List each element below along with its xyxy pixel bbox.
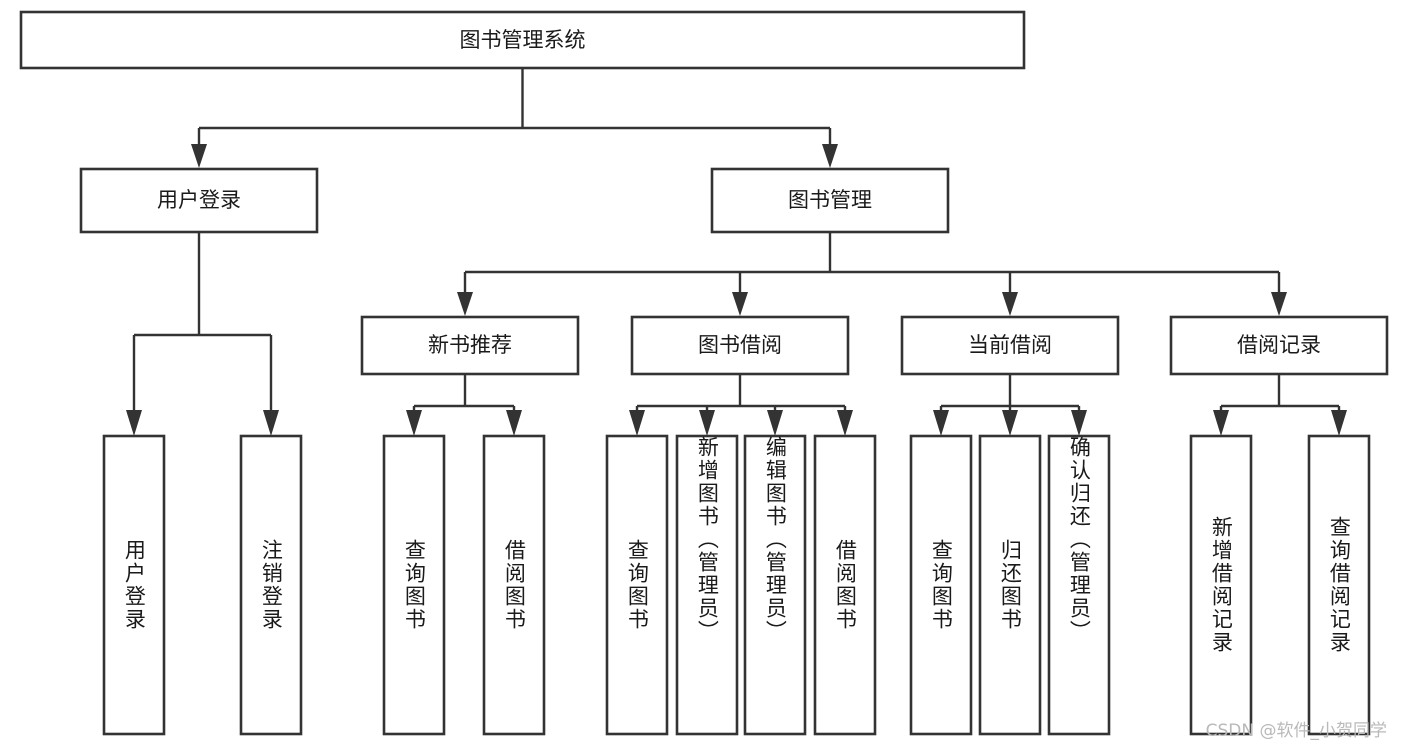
arrow-icon-leaf-borrow-book-2 — [837, 410, 853, 436]
node-current-borrow[interactable]: 当前借阅 — [900, 315, 1120, 376]
arrow-icon-leaf-add-book — [699, 410, 715, 436]
leaf-box-user-login[interactable] — [102, 434, 166, 736]
arrow-icon-leaf-add-record — [1213, 410, 1229, 436]
node-new-book-rec-box[interactable] — [360, 315, 580, 376]
node-book-borrow-label: 图书借阅 — [698, 333, 782, 357]
node-root-box[interactable] — [19, 10, 1026, 70]
arrow-icon-book-borrow — [732, 292, 748, 316]
leaf-box-query-record[interactable] — [1307, 434, 1371, 736]
leaf-box-borrow-book-1[interactable] — [482, 434, 546, 736]
node-user-login-box[interactable] — [79, 167, 319, 234]
arrow-icon-leaf-borrow-book-1 — [506, 410, 522, 436]
leaf-box-edit-book[interactable] — [743, 434, 807, 736]
leaf-box-query-book-1[interactable] — [382, 434, 446, 736]
node-user-login-label: 用户登录 — [157, 188, 241, 212]
arrow-icon-leaf-query-record — [1331, 410, 1347, 436]
arrow-icon-leaf-query-book-2 — [629, 410, 645, 436]
node-book-manage-box[interactable] — [710, 167, 950, 234]
node-current-borrow-label: 当前借阅 — [968, 333, 1052, 357]
node-root-label: 图书管理系统 — [460, 28, 586, 52]
arrow-icon-leaf-logout — [263, 410, 279, 436]
node-new-book-rec[interactable]: 新书推荐 — [360, 315, 580, 376]
arrow-icon-leaf-return-book — [1002, 410, 1018, 436]
arrow-icon-new-book-rec — [457, 292, 473, 316]
arrow-icon-leaf-edit-book — [767, 410, 783, 436]
leaf-box-query-book-3[interactable] — [909, 434, 973, 736]
edge-group-user-login — [126, 232, 279, 436]
arrow-icon-leaf-confirm-return — [1071, 410, 1087, 436]
leaf-box-query-book-2[interactable] — [605, 434, 669, 736]
leaf-box-borrow-book-2[interactable] — [813, 434, 877, 736]
node-new-book-rec-label: 新书推荐 — [428, 333, 512, 357]
leaf-box-return-book[interactable] — [978, 434, 1042, 736]
node-book-borrow[interactable]: 图书借阅 — [630, 315, 850, 376]
arrow-icon-borrow-record — [1271, 292, 1287, 316]
node-book-manage-label: 图书管理 — [788, 188, 872, 212]
leaf-box-group — [102, 434, 1371, 736]
node-book-manage[interactable]: 图书管理 — [710, 167, 950, 234]
node-borrow-record[interactable]: 借阅记录 — [1169, 315, 1389, 376]
arrow-icon-leaf-query-book-3 — [933, 410, 949, 436]
node-borrow-record-box[interactable] — [1169, 315, 1389, 376]
leaf-box-logout[interactable] — [239, 434, 303, 736]
node-book-borrow-box[interactable] — [630, 315, 850, 376]
arrow-icon-leaf-user-login — [126, 410, 142, 436]
edge-group-borrow-record — [1213, 374, 1347, 436]
node-borrow-record-label: 借阅记录 — [1237, 333, 1321, 357]
node-user-login[interactable]: 用户登录 — [79, 167, 319, 234]
arrow-icon-leaf-query-book-1 — [406, 410, 422, 436]
edge-group-root — [191, 68, 838, 168]
leaf-box-add-record[interactable] — [1189, 434, 1253, 736]
edge-group-book-borrow — [629, 374, 853, 436]
node-current-borrow-box[interactable] — [900, 315, 1120, 376]
edge-group-current-borrow — [933, 374, 1087, 436]
edge-group-book-manage — [457, 232, 1287, 316]
leaf-box-add-book[interactable] — [675, 434, 739, 736]
arrow-icon-book-manage — [822, 144, 838, 168]
edge-group-new-book-rec — [406, 374, 522, 436]
node-root[interactable]: 图书管理系统 — [19, 10, 1026, 70]
leaf-box-confirm-return[interactable] — [1047, 434, 1111, 736]
arrow-icon-current-borrow — [1002, 292, 1018, 316]
arrow-icon-user-login — [191, 144, 207, 168]
